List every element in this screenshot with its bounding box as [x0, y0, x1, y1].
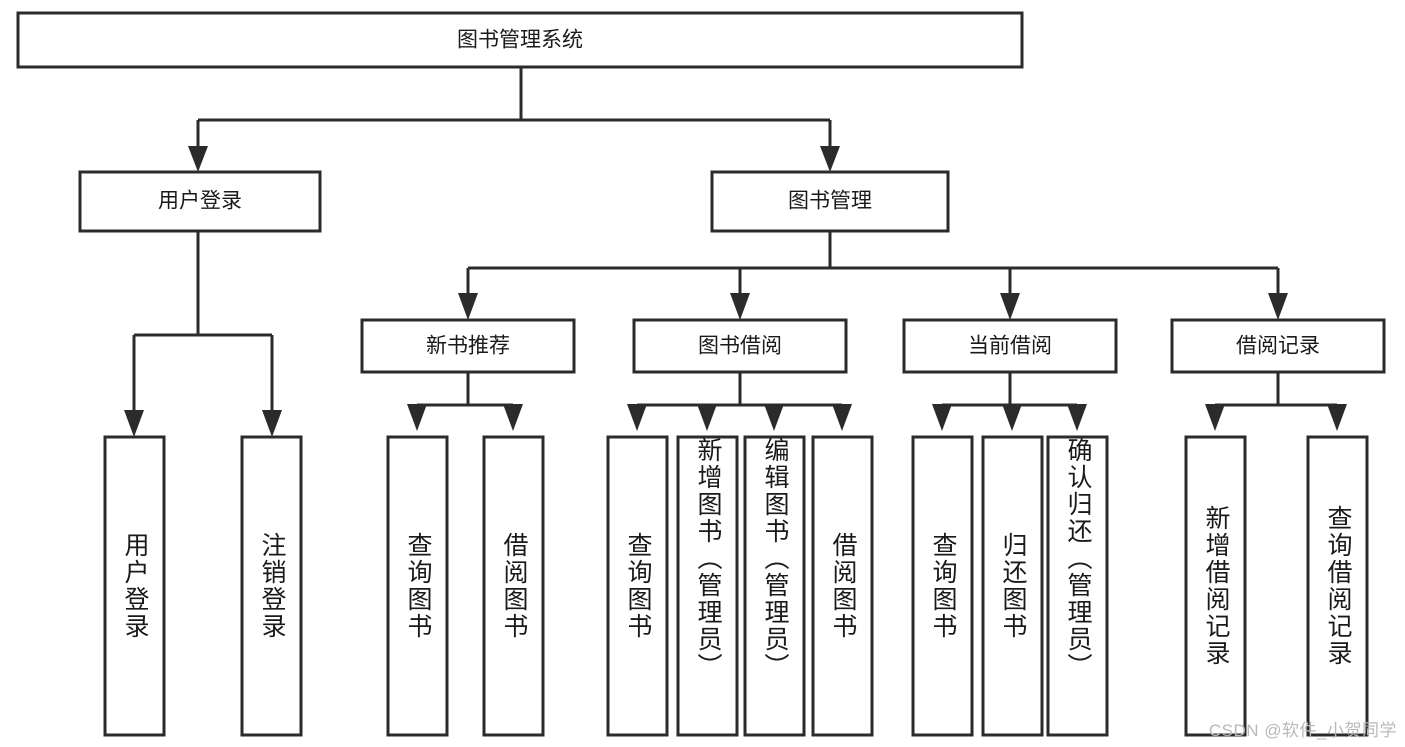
leaf-box-user-login-2[interactable] [240, 435, 303, 737]
node-book-manage-box[interactable] [710, 170, 950, 233]
leaf-box-bb-4[interactable] [811, 435, 874, 737]
connector-group-book-borrow [627, 372, 852, 431]
arrow-root-to-book-manage [820, 146, 840, 172]
arrow-bb-leaf-3 [764, 404, 784, 431]
arrow-to-current-borrow [1000, 293, 1020, 320]
leaf-box-cb-3[interactable] [1046, 435, 1109, 737]
leaf-box-bb-2[interactable] [676, 435, 739, 737]
arrow-cb-leaf-2 [1002, 404, 1022, 431]
node-book-manage-label: 图书管理 [788, 190, 872, 213]
leaf-box-cb-1[interactable] [911, 435, 974, 737]
csdn-watermark: CSDN @软件_小贺同学 [1208, 721, 1397, 740]
arrow-bb-leaf-1 [627, 404, 647, 431]
leaf-box-br-2[interactable] [1306, 435, 1369, 737]
connector-group-current-borrow [932, 372, 1087, 431]
node-current-borrow-label: 当前借阅 [968, 335, 1052, 358]
node-current-borrow-box[interactable] [902, 318, 1118, 374]
leaf-box-br-1[interactable] [1184, 435, 1247, 737]
arrow-bb-leaf-2 [697, 404, 717, 431]
node-borrow-record-label: 借阅记录 [1236, 335, 1320, 358]
arrow-to-book-borrow [730, 293, 750, 320]
leaf-box-user-login-1[interactable] [103, 435, 166, 737]
leaf-box-nbr-2[interactable] [482, 435, 545, 737]
node-current-borrow[interactable]: 当前借阅 [902, 318, 1118, 374]
connector-group-root [188, 67, 840, 172]
node-new-book-recommend-box[interactable] [360, 318, 576, 374]
connector-group-user-login [124, 231, 282, 437]
arrow-user-login-leaf-1 [124, 410, 144, 437]
arrow-cb-leaf-3 [1067, 404, 1087, 431]
arrow-user-login-leaf-2 [262, 410, 282, 437]
node-borrow-record-box[interactable] [1170, 318, 1386, 374]
node-book-borrow-label: 图书借阅 [698, 335, 782, 358]
connector-group-borrow-record [1205, 372, 1347, 431]
node-new-book-recommend[interactable]: 新书推荐 [360, 318, 576, 374]
node-book-manage[interactable]: 图书管理 [710, 170, 950, 233]
arrow-bb-leaf-4 [832, 404, 852, 431]
node-new-book-recommend-label: 新书推荐 [426, 335, 510, 358]
arrow-br-leaf-1 [1205, 404, 1225, 431]
leaf-box-nbr-1[interactable] [386, 435, 449, 737]
arrow-br-leaf-2 [1327, 404, 1347, 431]
arrow-root-to-user-login [188, 146, 208, 172]
node-book-borrow-box[interactable] [632, 318, 848, 374]
leaf-box-bb-1[interactable] [606, 435, 669, 737]
arrow-to-borrow-record [1268, 293, 1288, 320]
arrow-to-new-book-recommend [458, 293, 478, 320]
connector-group-new-book-recommend [407, 372, 523, 431]
connector-group-book-manage [458, 231, 1288, 320]
arrow-nbr-leaf-2 [503, 404, 523, 431]
leaf-box-bb-3[interactable] [743, 435, 806, 737]
node-user-login[interactable]: 用户登录 [78, 170, 322, 233]
node-root-label: 图书管理系统 [457, 29, 583, 52]
node-user-login-label: 用户登录 [158, 190, 242, 213]
arrow-cb-leaf-1 [932, 404, 952, 431]
node-root[interactable]: 图书管理系统 [16, 11, 1024, 69]
leaf-box-cb-2[interactable] [981, 435, 1044, 737]
node-root-box[interactable] [16, 11, 1024, 69]
arrow-nbr-leaf-1 [407, 404, 427, 431]
node-borrow-record[interactable]: 借阅记录 [1170, 318, 1386, 374]
node-book-borrow[interactable]: 图书借阅 [632, 318, 848, 374]
node-user-login-box[interactable] [78, 170, 322, 233]
